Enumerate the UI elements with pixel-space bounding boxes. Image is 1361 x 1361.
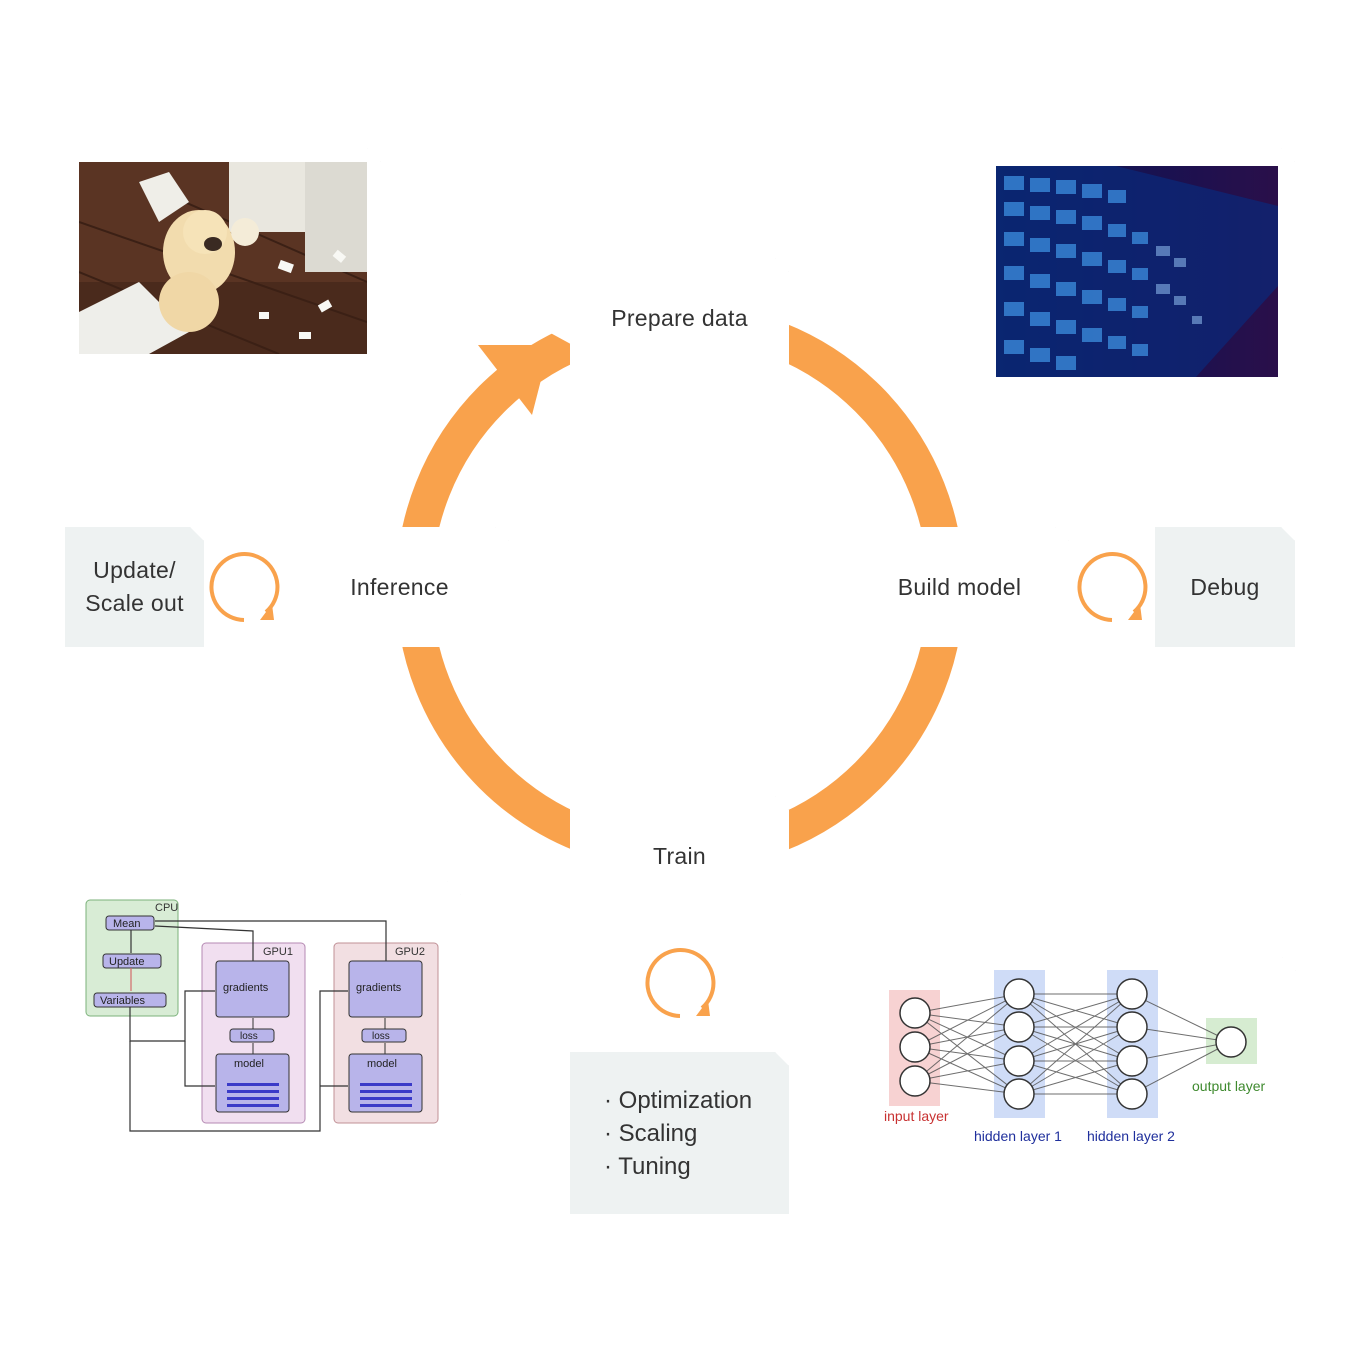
nn-edge [915, 994, 1019, 1013]
nn-edge [915, 1061, 1019, 1081]
nn-edge [1019, 1027, 1132, 1094]
step-inference-label: Inference [350, 573, 449, 600]
nn-edge [1132, 1042, 1231, 1094]
cycle-arrowhead [478, 345, 550, 415]
news-photo-card [978, 148, 1295, 396]
step-train: Train [570, 796, 789, 916]
gpu-diagram-card: CPU GPU1 GPU2 Mean Update Variables grad… [65, 881, 461, 1156]
step-build-model-label: Build model [897, 573, 1022, 600]
note-debug: Debug [1155, 527, 1295, 647]
nn-diagram-card: input layer hidden layer 1 hidden layer … [862, 957, 1296, 1156]
gpu2-label: GPU2 [395, 946, 425, 958]
train-tips: · Optimization · Scaling · Tuning [570, 1052, 789, 1214]
gpu-mean: Mean [113, 918, 141, 930]
nn-hidden-layer-1: hidden layer 1 [974, 1128, 1062, 1144]
nn-edge [915, 994, 1019, 1047]
step-inference: Inference [290, 527, 509, 647]
nn-edge [1132, 1027, 1231, 1042]
note-update-line2: Scale out [85, 590, 184, 616]
nn-edge [1132, 994, 1231, 1042]
news-screens-photo [996, 166, 1278, 377]
step-prepare-data-label: Prepare data [611, 304, 748, 331]
tip-tuning: · Tuning [604, 1152, 691, 1180]
nn-edge [915, 1027, 1019, 1081]
train-loop-icon [645, 948, 716, 1018]
step-prepare-data: Prepare data [570, 258, 789, 378]
nn-hidden-layer-2: hidden layer 2 [1087, 1128, 1175, 1144]
step-train-label: Train [652, 842, 707, 869]
nn-input-layer: input layer [884, 1108, 949, 1124]
gpu1-loss: loss [240, 1031, 258, 1042]
nn-diagram: input layer hidden layer 1 hidden layer … [862, 957, 1296, 1156]
tip-optimization: · Optimization [604, 1086, 753, 1114]
gpu2-model: model [367, 1058, 397, 1070]
nn-edge [1132, 1042, 1231, 1061]
update-loop-icon [209, 552, 280, 622]
nn-edge [1019, 994, 1132, 1061]
note-update-scale-out: Update/ Scale out [65, 527, 204, 647]
nn-edge [1019, 1061, 1132, 1094]
debug-loop-icon [1077, 552, 1148, 622]
nn-edge [1019, 994, 1132, 1094]
dog-photo-card [65, 148, 381, 368]
gpu-update: Update [109, 956, 144, 968]
note-update-line1: Update/ [93, 557, 176, 583]
gpu-cpu-label: CPU [155, 902, 178, 914]
gpu-variables: Variables [100, 995, 146, 1007]
gpu1-model: model [234, 1058, 264, 1070]
nn-edge [915, 994, 1019, 1081]
gpu1-gradients: gradients [223, 982, 269, 994]
gpu1-label: GPU1 [263, 946, 293, 958]
dog-photo [79, 162, 367, 354]
step-build-model: Build model [850, 527, 1069, 647]
gpu2-gradients: gradients [356, 982, 402, 994]
note-debug-label: Debug [1190, 573, 1260, 600]
nn-edge [1019, 994, 1132, 1027]
gpu2-loss: loss [372, 1031, 390, 1042]
nn-edge [915, 1081, 1019, 1094]
nn-output-layer: output layer [1192, 1078, 1265, 1094]
tip-scaling: · Scaling [604, 1119, 698, 1147]
gpu-diagram: CPU GPU1 GPU2 Mean Update Variables grad… [65, 881, 461, 1156]
